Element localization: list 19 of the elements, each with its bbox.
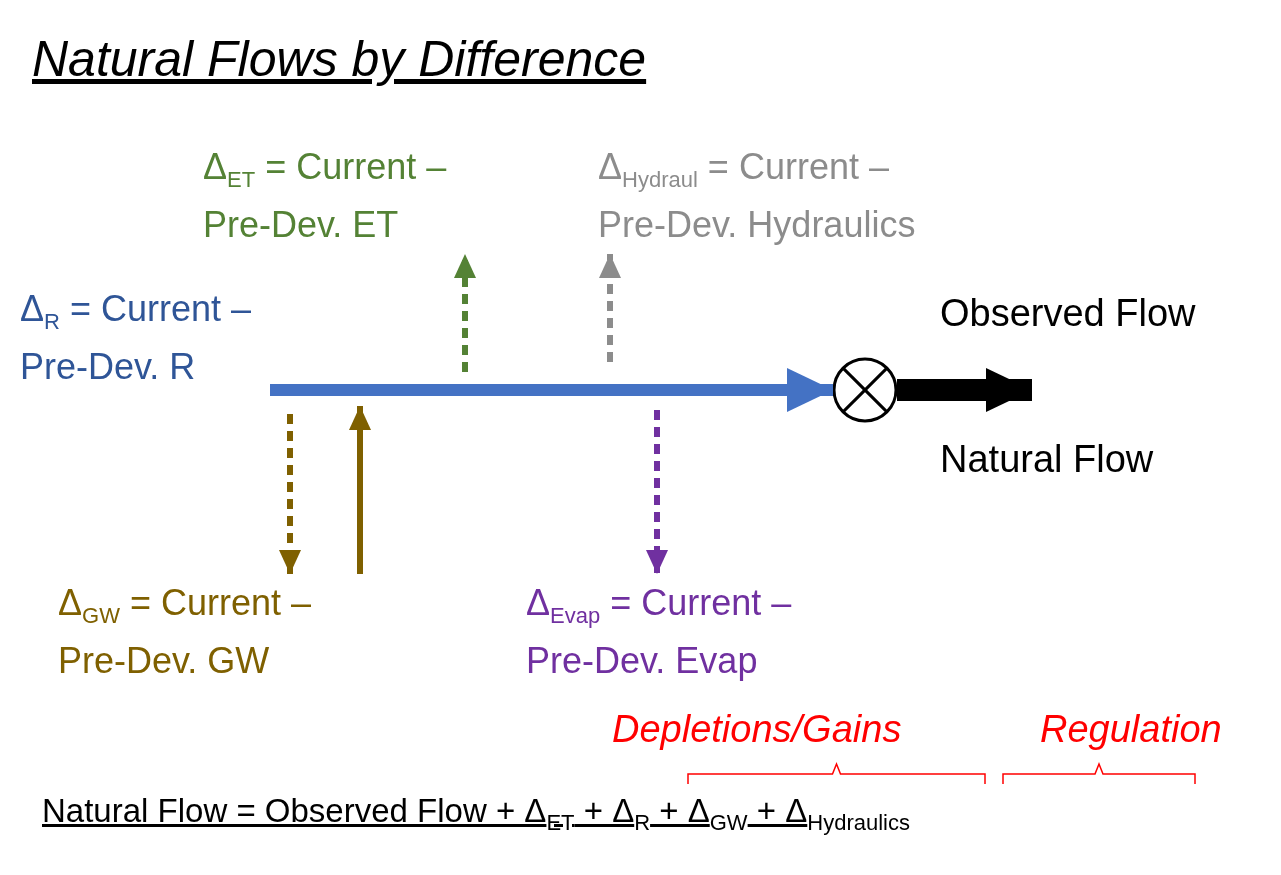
- arrow: [279, 414, 301, 574]
- arrow: [646, 410, 668, 574]
- formula-label: Δ$_{GW}$ = Current – Pre-Dev. GW: [58, 574, 368, 690]
- arrow: [454, 254, 476, 372]
- formula-label: Δ$_{Hydraul}$ = Current – Pre-Dev. Hydraulics: [598, 138, 948, 254]
- slide-title: Natural Flows by Difference: [32, 30, 647, 88]
- output-label: Observed Flow: [940, 291, 1196, 336]
- arrow: [897, 368, 1032, 412]
- bracket-label: Depletions/Gains: [612, 707, 902, 752]
- equation-text: Natural Flow = Observed Flow + Δ$_{ET}$ + Δ$_{R}$ + Δ$_{GW}$ + Δ$_{Hydraulics}$: [42, 791, 910, 837]
- summing-junction-symbol: [832, 357, 898, 423]
- formula-label: Δ$_{ET}$ = Current – Pre-Dev. ET: [203, 138, 503, 254]
- formula-label: Δ$_{Evap}$ = Current – Pre-Dev. Evap: [526, 574, 866, 690]
- arrow: [599, 254, 621, 362]
- bracket-label: Regulation: [1040, 707, 1222, 752]
- formula-label: Δ$_{R}$ = Current – Pre-Dev. R: [20, 280, 270, 396]
- arrow: [270, 368, 833, 412]
- arrow: [349, 406, 371, 574]
- output-label: Natural Flow: [940, 437, 1154, 482]
